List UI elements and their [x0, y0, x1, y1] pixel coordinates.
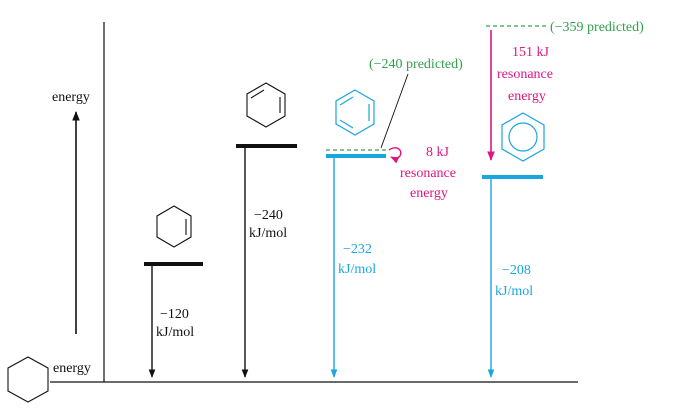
predicted-240-leader — [380, 73, 409, 149]
cyclohexene-icon — [156, 205, 192, 248]
cyclohexane-icon — [7, 356, 49, 403]
resonance-8-curl-arrow — [388, 147, 402, 164]
baseline-energy-label: energy — [53, 361, 91, 376]
cyclohexadiene-value: −240 — [254, 208, 283, 223]
benzene-unit: kJ/mol — [495, 284, 533, 299]
diene-value: −232 — [343, 242, 372, 257]
benzene-value: −208 — [502, 263, 531, 278]
predicted-240-label: (−240 predicted) — [369, 57, 463, 72]
predicted-359-label: (−359 predicted) — [550, 20, 644, 35]
resonance-151-amount: 151 kJ — [512, 45, 550, 60]
resonance-8-amount: 8 kJ — [426, 145, 450, 160]
cyclohexadiene-icon — [246, 82, 286, 128]
energy-axis-label: energy — [52, 90, 90, 105]
benzene-icon — [501, 112, 545, 162]
resonance-151-line1: resonance — [497, 67, 553, 82]
diene-unit: kJ/mol — [338, 262, 376, 277]
resonance-8-line2: energy — [410, 186, 448, 201]
resonance-8-line1: resonance — [400, 166, 456, 181]
cyclohexene-unit: kJ/mol — [156, 325, 194, 340]
resonance-151-line2: energy — [508, 89, 546, 104]
kekule-benzene-icon — [335, 89, 375, 136]
cyclohexene-value: −120 — [160, 307, 189, 322]
cyclohexadiene-unit: kJ/mol — [249, 226, 287, 241]
